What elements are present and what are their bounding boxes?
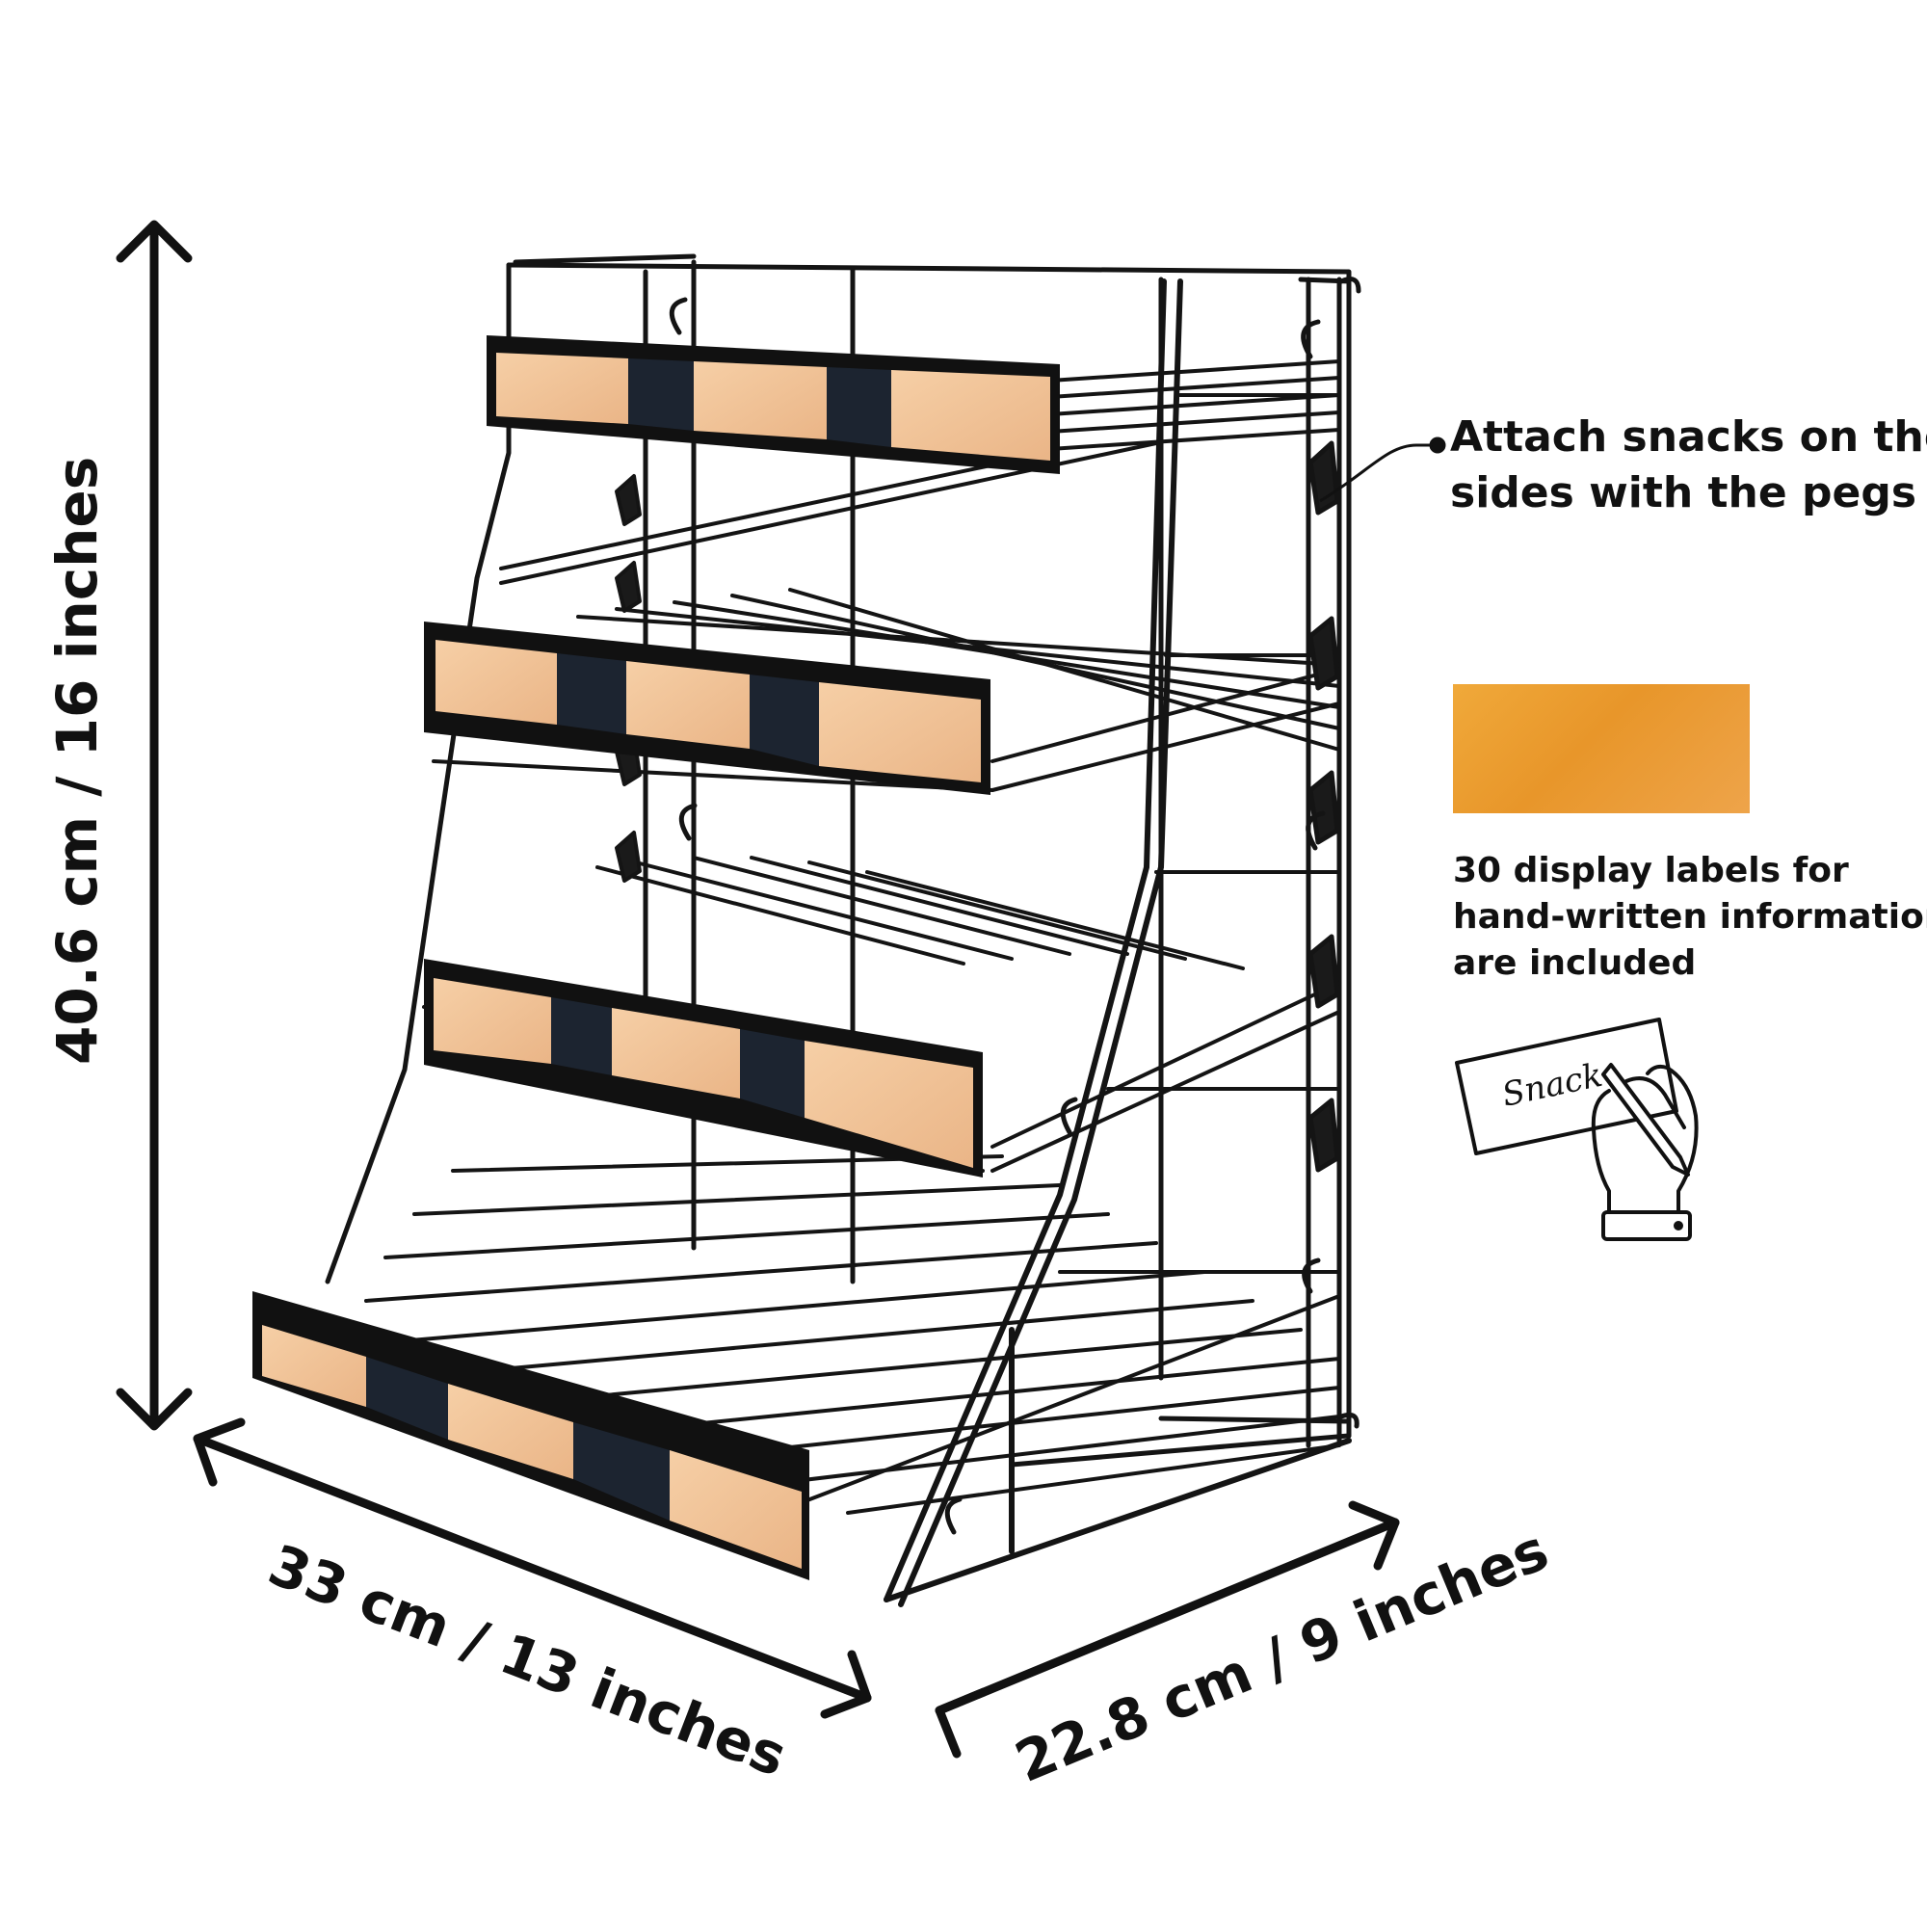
label-strip-2 (424, 622, 990, 795)
pegs-callout-connector (1319, 437, 1446, 503)
depth-dimension-arrow (935, 1500, 1400, 1759)
hook-pegs (669, 297, 1326, 1535)
side-pegs (1307, 440, 1340, 1173)
height-dimension-arrow (116, 220, 193, 1431)
pegs-callout-line-2: sides with the pegs (1450, 468, 1917, 517)
width-dimension-arrow (193, 1417, 872, 1719)
labels-callout-line-3: are included (1453, 943, 1697, 983)
labels-callout-text: 30 display labels for hand-written infor… (1453, 848, 1927, 987)
label-strip-4 (252, 1291, 809, 1580)
handwritten-label-icon: Snack (1455, 1018, 1699, 1241)
height-dimension-label: 40.6 cm / 16 inches (44, 457, 110, 1065)
label-strip-3 (424, 959, 983, 1178)
depth-dimension-label: 22.8 cm / 9 inches (1006, 1517, 1557, 1795)
labels-callout-line-1: 30 display labels for (1453, 851, 1849, 890)
orange-label-swatch (1453, 684, 1750, 813)
shelf-2-wires (432, 588, 1341, 792)
label-strip-1 (487, 335, 1060, 474)
labels-callout-line-2: hand-written information (1453, 897, 1927, 937)
pegs-callout-text: Attach snacks on the sides with the pegs (1450, 410, 1927, 521)
pegs-callout-line-1: Attach snacks on the (1450, 412, 1927, 462)
rack-side-rails (1058, 393, 1341, 1274)
